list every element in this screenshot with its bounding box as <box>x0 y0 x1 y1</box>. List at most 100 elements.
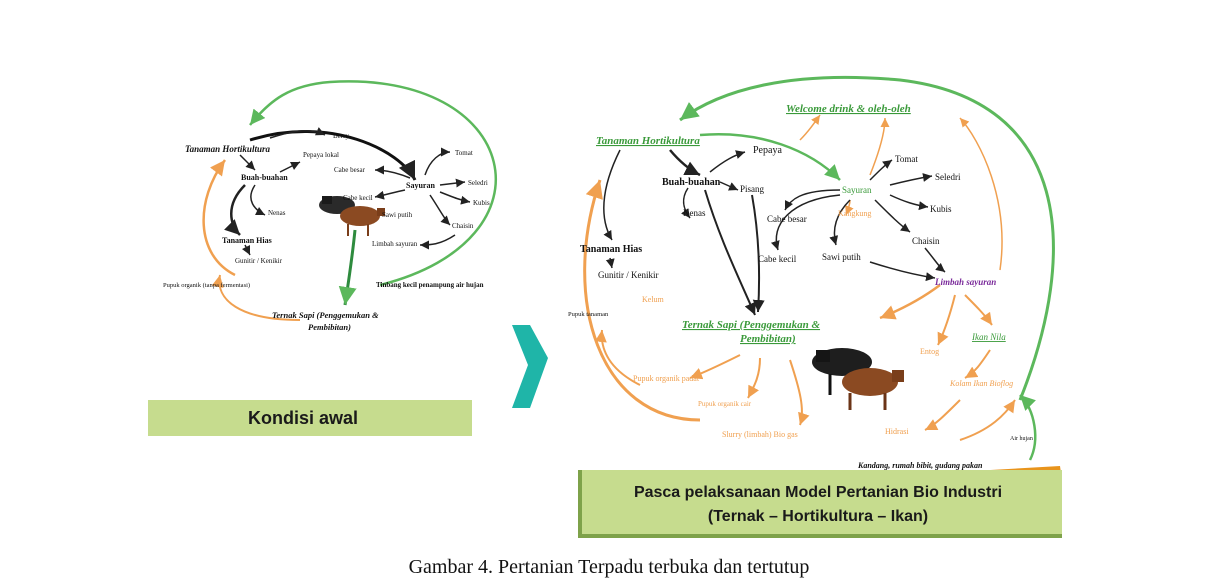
right-green-top-arc <box>679 75 1055 401</box>
right-arrow-pisang-ternak <box>751 194 765 313</box>
left-arrow-hort-buah <box>239 154 256 171</box>
left-node-seledri: Seledri <box>468 179 488 187</box>
left-arrow-sayuran-cabebesar <box>374 165 411 179</box>
left-arrow-hort-sayuran <box>249 130 417 181</box>
right-node-entog: Entog <box>920 347 939 356</box>
right-node-pepaya: Pepaya <box>753 145 782 156</box>
left-diagram: Tanaman Hortikultura Berry Pepaya lokal … <box>163 80 497 332</box>
left-node-cabe-besar: Cabe besar <box>334 166 366 174</box>
right-arrow-buah-ternak <box>704 189 756 316</box>
left-node-chaisin: Chaisin <box>452 222 474 230</box>
left-node-tanaman-hortikultura: Tanaman Hortikultura <box>185 144 270 154</box>
right-node-kelum: Kelum <box>642 295 665 304</box>
right-arrow-buah-nenas <box>681 187 691 219</box>
left-node-ternak-1: Ternak Sapi (Penggemukan & <box>272 310 379 320</box>
right-node-cabe-kecil: Cabe kecil <box>758 254 797 264</box>
right-node-kolam: Kolam Ikan Bioflog <box>949 379 1013 388</box>
right-node-pisang: Pisang <box>740 184 765 194</box>
right-arrow-hort-hias <box>603 149 621 241</box>
right-node-limbah-sayuran: Limbah sayuran <box>934 277 996 287</box>
left-node-buah-buahan: Buah-buahan <box>241 173 288 182</box>
left-arrow-buah-pepaya <box>279 161 301 173</box>
right-orange-pupuk-padat <box>594 329 641 386</box>
transition-arrow <box>512 325 548 408</box>
left-arrow-hort-berry <box>269 127 326 139</box>
left-arrow-hias-gunitir <box>241 244 251 256</box>
right-arrow-chaisin-limbah <box>924 247 946 273</box>
right-node-hidrasi: Hidrasi <box>885 427 909 436</box>
right-arrow-sayuran-cabebesar <box>784 189 841 211</box>
left-node-kubis: Kubis <box>473 199 490 207</box>
right-orange-limbah-entog <box>937 294 956 346</box>
left-node-nenas: Nenas <box>268 209 286 217</box>
right-node-kubis: Kubis <box>930 204 952 214</box>
right-orange-limbah-ikan <box>964 294 993 326</box>
right-cattle-image <box>812 348 904 410</box>
right-orange-pepaya-welcome <box>799 114 821 141</box>
right-orange-kolam-hidrasi <box>924 399 961 431</box>
left-node-pupuk: Pupuk organik (tanpa fermentasi) <box>163 282 250 289</box>
right-node-pupuk-padat: Pupuk organik padat <box>633 374 700 383</box>
right-node-pupuk-tanaman: Pupuk tanaman <box>568 311 609 318</box>
right-orange-ternak-slurry <box>789 359 810 426</box>
right-node-gunitir: Gunitir / Kenikir <box>598 270 659 280</box>
right-green-kolam-up <box>1019 394 1037 461</box>
right-orange-hidrasi-kolam <box>959 399 1016 441</box>
left-node-berry: Berry <box>333 132 349 140</box>
right-diagram: Welcome drink & oleh-oleh Tanaman Hortik… <box>568 75 1062 484</box>
right-arrow-hort-buah <box>669 149 701 177</box>
right-node-ikan-nila: Ikan Nila <box>971 332 1006 342</box>
left-node-sawi-putih: Sawi putih <box>382 211 413 219</box>
right-orange-left-loop <box>583 179 701 422</box>
right-orange-limbah-ternak <box>879 283 941 320</box>
left-node-tomat: Tomat <box>455 149 473 157</box>
left-node-tinbang: Tinbang kecil penampung air hujan <box>376 281 484 289</box>
right-node-sawi-putih: Sawi putih <box>822 252 861 262</box>
right-orange-kangkung <box>845 199 854 216</box>
left-green-loop-arrow <box>249 80 497 287</box>
left-node-cabe-kecil: Cabe kecil <box>343 194 373 202</box>
right-node-chaisin: Chaisin <box>912 236 940 246</box>
right-arrow-sayuran-sawi <box>829 199 851 246</box>
left-node-pepaya-lokal: Pepaya lokal <box>303 151 339 159</box>
right-node-nenas: Nenas <box>683 208 706 218</box>
right-node-air-hujan: Air hujan <box>1010 436 1033 442</box>
right-orange-ternak-cair <box>747 357 761 399</box>
right-arrow-sayuran-kubis <box>889 194 929 211</box>
right-arrow-buah-pisang <box>719 181 739 191</box>
left-arrow-sayuran-cabekecil <box>374 189 406 200</box>
left-arrow-sayuran-chaisin <box>429 194 451 226</box>
left-node-limbah-sayuran: Limbah sayuran <box>372 240 418 248</box>
left-arrow-buah-hias <box>224 184 246 236</box>
left-arrow-sayuran-tomat <box>424 147 451 176</box>
right-orange-limbah-welcome <box>959 117 1003 271</box>
right-node-kandang: Kandang, rumah bibit, gudang pakan <box>857 461 983 470</box>
right-orange-ternak-padat <box>689 354 741 380</box>
right-node-welcome: Welcome drink & oleh-oleh <box>786 103 911 115</box>
right-arrow-sayuran-seledri <box>889 173 933 186</box>
right-node-cabe-besar: Cabe besar <box>767 214 807 224</box>
left-node-ternak-2: Pembibitan) <box>308 322 351 332</box>
right-panel-label-line-2: (Ternak – Hortikultura – Ikan) <box>707 508 929 525</box>
right-orange-ikan-kolam <box>964 349 991 379</box>
left-cattle-image <box>319 196 385 236</box>
left-node-tanaman-hias: Tanaman Hias <box>222 236 272 245</box>
right-arrow-sayuran-chaisin <box>874 199 911 233</box>
right-panel-label-line-1: Pasca pelaksanaan Model Pertanian Bio In… <box>633 484 1003 501</box>
right-node-seledri: Seledri <box>935 172 961 182</box>
right-node-slurry: Slurry (limbah) Bio gas <box>722 430 798 439</box>
left-arrow-sayuran-kubis <box>439 191 471 205</box>
right-orange-sayuran-welcome <box>869 117 890 176</box>
left-node-sayuran: Sayuran <box>406 181 435 190</box>
right-node-ternak-2: Pembibitan) <box>740 333 796 345</box>
right-node-tanaman-hias: Tanaman Hias <box>580 244 642 255</box>
right-arrow-sayuran-cabekecil <box>770 194 841 251</box>
left-panel-label: Kondisi awal <box>148 400 472 436</box>
right-node-kangkung: Kangkung <box>838 209 871 218</box>
figure-caption: Gambar 4. Pertanian Terpadu terbuka dan … <box>408 556 810 578</box>
left-arrow-chaisin-limbah <box>419 234 456 250</box>
right-node-pupuk-cair: Pupuk organik cair <box>698 400 752 408</box>
right-node-buah-buahan: Buah-buahan <box>662 177 721 188</box>
right-node-sayuran: Sayuran <box>842 185 872 195</box>
right-node-tomat: Tomat <box>895 154 918 164</box>
